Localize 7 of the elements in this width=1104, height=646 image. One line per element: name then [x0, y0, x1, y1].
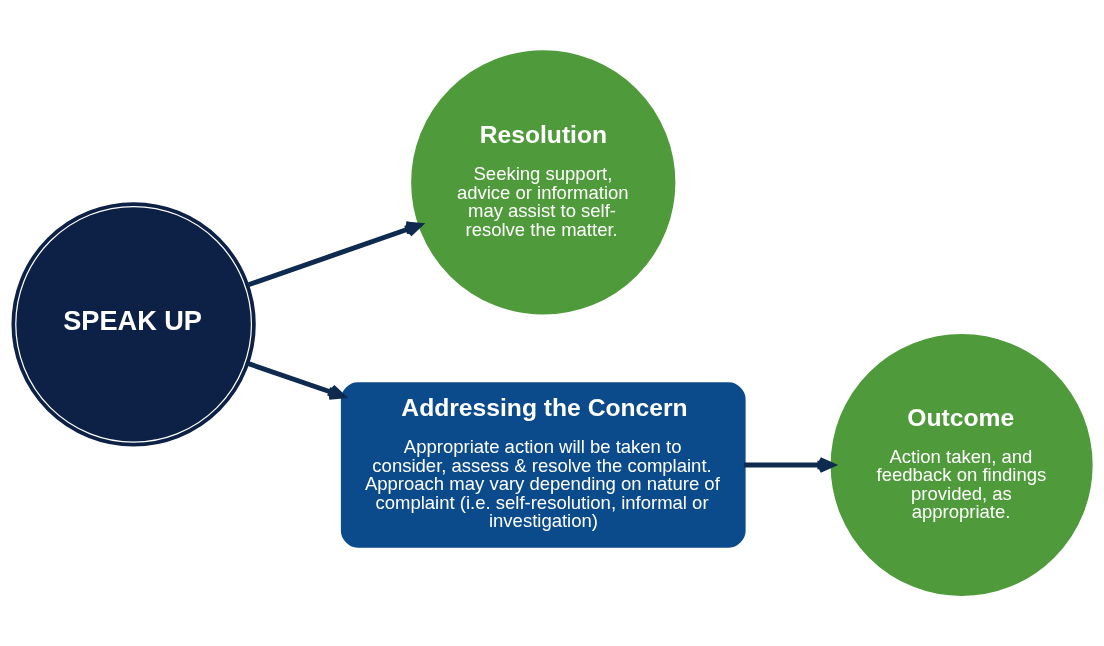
node-box: Addressing the Concern Appropriate action will be taken to consider, assess & resolve the complaint. Approach may vary depending on nature of complaint (i.e. self-resolution, informal or investigation)	[340, 382, 746, 548]
node-circle: SPEAK UP	[11, 202, 256, 447]
node-circle: Resolution Seeking support, advice or information may assist to self-resolve the matter.	[411, 50, 676, 315]
node-circle: Outcome Action taken, and feedback on findings provided, as appropriate.	[830, 334, 1093, 597]
arrow	[743, 457, 835, 474]
arrow	[246, 361, 346, 400]
arrow	[246, 221, 423, 288]
